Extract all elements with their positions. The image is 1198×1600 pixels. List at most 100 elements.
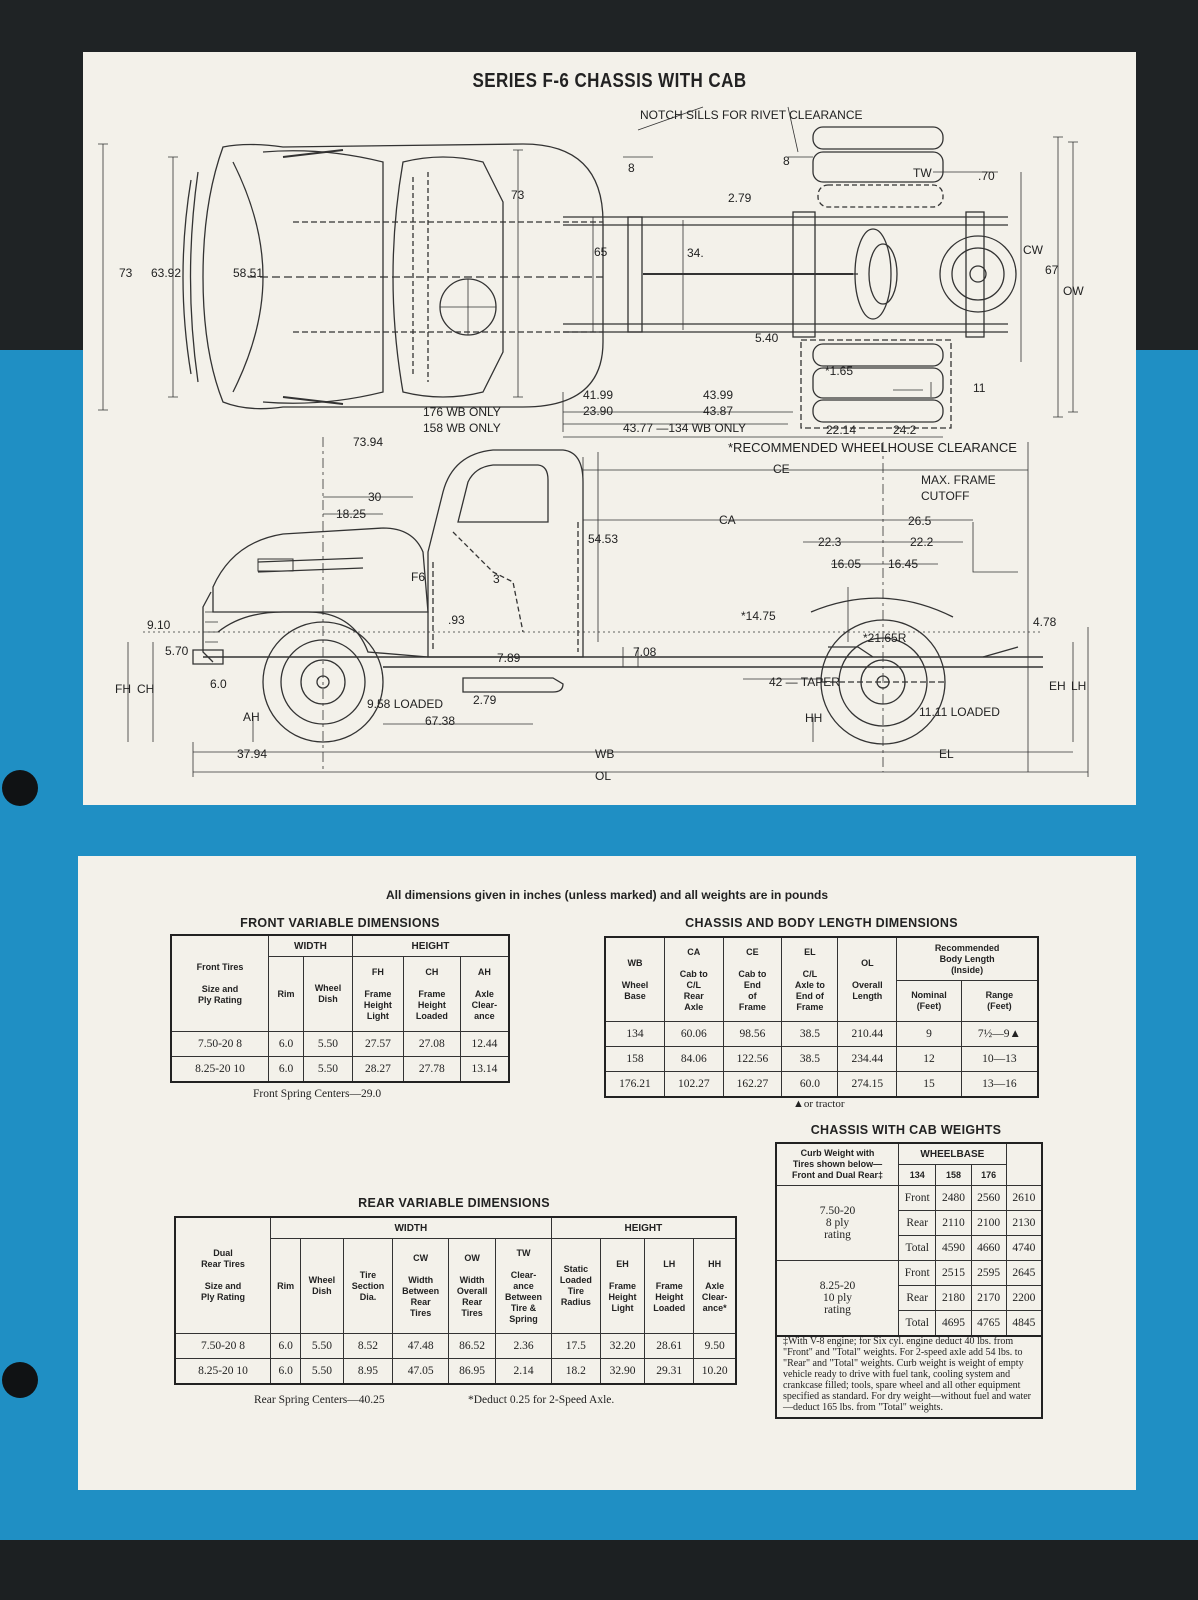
front-spring-centers: Front Spring Centers—29.0 [253, 1088, 382, 1100]
cell: Rear [897, 1210, 937, 1236]
specifications-panel: All dimensions given in inches (unless m… [78, 856, 1136, 1490]
cell: 27.08 [402, 1031, 461, 1057]
cell: 29.31 [644, 1358, 695, 1385]
cell: 102.27 [663, 1071, 724, 1098]
side-label: 16.45 [888, 557, 918, 571]
side-label: 4.78 [1033, 615, 1057, 629]
cell: 4845 [1005, 1310, 1043, 1337]
cell: 38.5 [781, 1021, 839, 1047]
chassis-drawing: NOTCH SILLS FOR RIVET CLEARANCE 73 63.92… [98, 106, 1089, 783]
side-label: FH [115, 682, 131, 696]
cell: 2480 [935, 1185, 972, 1211]
cell: 84.06 [663, 1046, 724, 1072]
weights-table-title: CHASSIS WITH CAB WEIGHTS [810, 1123, 1002, 1137]
cell: Front [897, 1260, 937, 1286]
cell: 134 [604, 1021, 665, 1047]
cell: 4765 [970, 1310, 1007, 1337]
cell: 38.5 [781, 1046, 839, 1072]
header-recommended-body-length: Recommended Body Length (Inside) [896, 936, 1039, 981]
tractor-footnote: ▲or tractor [793, 1098, 845, 1110]
plan-view [98, 106, 1078, 438]
header-curb-weight: Curb Weight with Tires shown below— Fron… [775, 1142, 899, 1186]
side-label: 37.94 [237, 747, 267, 761]
header-fh: FH [371, 966, 384, 977]
plan-label-158wb: 158 WB ONLY [423, 421, 501, 435]
plan-label: 5.40 [755, 331, 779, 345]
header-ah: AH [477, 966, 491, 977]
header-ch-desc: Frame Height Loaded [415, 988, 448, 1021]
cell: 2595 [970, 1260, 1007, 1286]
cell: 12.44 [459, 1031, 510, 1057]
cell: 60.06 [663, 1021, 724, 1047]
units-note: All dimensions given in inches (unless m… [385, 888, 829, 902]
side-label: 30 [368, 490, 382, 504]
cell: Total [897, 1310, 937, 1337]
side-label: MAX. FRAME [921, 473, 996, 487]
tire-rating-cell: 7.50-20 8 ply rating [775, 1185, 899, 1261]
cell: 17.5 [550, 1333, 601, 1359]
side-label: CE [773, 462, 790, 476]
header-front-tires: Front Tires Size and Ply Rating [170, 934, 269, 1032]
side-label: WB [595, 747, 614, 761]
header-tw: TW [516, 1247, 531, 1258]
side-label: CH [137, 682, 154, 696]
side-label: 2.79 [473, 693, 497, 707]
side-label: 11.11 LOADED [919, 705, 1000, 719]
cell: 5.50 [300, 1358, 344, 1385]
cell: 7.50-20 8 [170, 1031, 269, 1057]
header-el-desc: C/L Axle to End of Frame [794, 968, 825, 1012]
cell: 2130 [1005, 1210, 1043, 1236]
cell: 13—16 [960, 1071, 1039, 1098]
cell: 5.50 [300, 1333, 344, 1359]
plan-label-176wb: 176 WB ONLY [423, 405, 501, 419]
plan-label: 58.51 [233, 266, 263, 280]
cell: Rear [897, 1285, 937, 1311]
rear-dimensions-table: Dual Rear Tires Size and Ply Rating WIDT… [174, 1216, 737, 1385]
bottom-dark-band [0, 1540, 1198, 1600]
cell: 8.25-20 10 [170, 1056, 269, 1083]
header-height: HEIGHT [550, 1216, 737, 1239]
header-cw-desc: Width Between Rear Tires [402, 1275, 440, 1318]
cell: 210.44 [837, 1021, 898, 1047]
cell: 9.50 [693, 1333, 737, 1359]
cell: Total [897, 1235, 937, 1261]
cell: 60.0 [781, 1071, 839, 1098]
cell: 2200 [1005, 1285, 1043, 1311]
cell: 2515 [935, 1260, 972, 1286]
cell: 8.25-20 10 [174, 1358, 271, 1385]
side-label: 54.53 [588, 532, 618, 546]
plan-label: 65 [594, 245, 608, 259]
header-wb: WB [627, 957, 643, 968]
side-label: 16.05 [831, 557, 861, 571]
header-wb-134: 134 [897, 1164, 937, 1186]
plan-label: 43.99 [703, 388, 733, 402]
header-lh-desc: Frame Height Loaded [653, 1280, 686, 1313]
side-label: EL [939, 747, 954, 761]
header-rim: Rim [269, 1238, 302, 1334]
plan-label: 8 [628, 161, 635, 175]
plan-label: 67 [1045, 263, 1059, 277]
header-ca: CA [687, 946, 701, 957]
header-width: WIDTH [270, 1216, 552, 1239]
side-label: 5.70 [165, 644, 189, 658]
plan-label-wheelhouse: *RECOMMENDED WHEELHOUSE CLEARANCE [728, 440, 1017, 455]
header-ol-desc: Overall Length [852, 979, 883, 1001]
cell: 27.57 [351, 1031, 404, 1057]
side-label: *21.65R [863, 631, 907, 645]
cell: 2645 [1005, 1260, 1043, 1286]
binder-hole [2, 770, 38, 806]
plan-label: OW [1063, 284, 1084, 298]
cell: 2170 [970, 1285, 1007, 1311]
header-cw: CW [413, 1253, 429, 1263]
side-label: .93 [448, 613, 465, 627]
cell: 5.50 [303, 1056, 353, 1083]
side-label: EH [1049, 679, 1066, 693]
side-view [127, 437, 1089, 777]
drawing-title: SERIES F-6 CHASSIS WITH CAB [472, 70, 747, 92]
chassis-drawing-panel: SERIES F-6 CHASSIS WITH CAB [83, 52, 1136, 805]
